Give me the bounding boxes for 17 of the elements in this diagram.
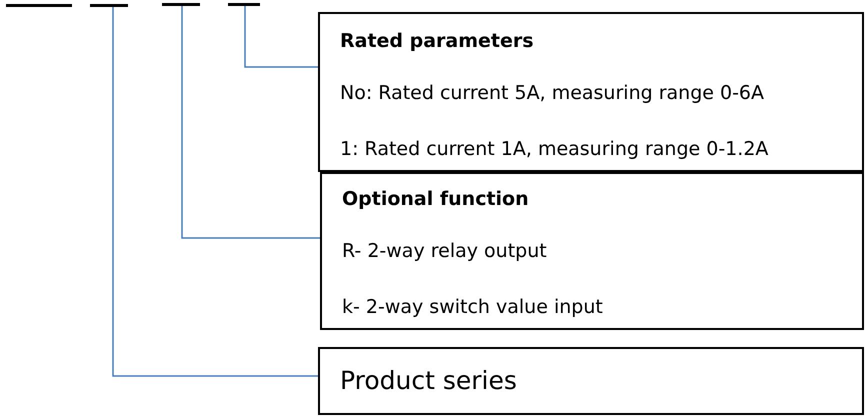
- box-text: R- 2-way relay output: [342, 240, 547, 264]
- box-text: Product series: [340, 365, 517, 396]
- blank-line: [228, 3, 260, 6]
- text-box: [318, 347, 864, 415]
- box-text: k- 2-way switch value input: [342, 296, 603, 320]
- text-box: [318, 12, 864, 172]
- blank-line: [6, 4, 72, 7]
- box-heading: Optional function: [342, 188, 529, 212]
- box-text: No: Rated current 5A, measuring range 0-6A: [340, 82, 764, 106]
- text-box: [320, 172, 864, 330]
- blank-line: [162, 3, 200, 6]
- leader-line: [181, 6, 320, 239]
- leader-line: [112, 7, 318, 377]
- box-text: 1: Rated current 1A, measuring range 0-1.2A: [340, 138, 768, 162]
- blank-line: [90, 4, 128, 7]
- leader-line: [244, 6, 318, 68]
- box-heading: Rated parameters: [340, 30, 534, 54]
